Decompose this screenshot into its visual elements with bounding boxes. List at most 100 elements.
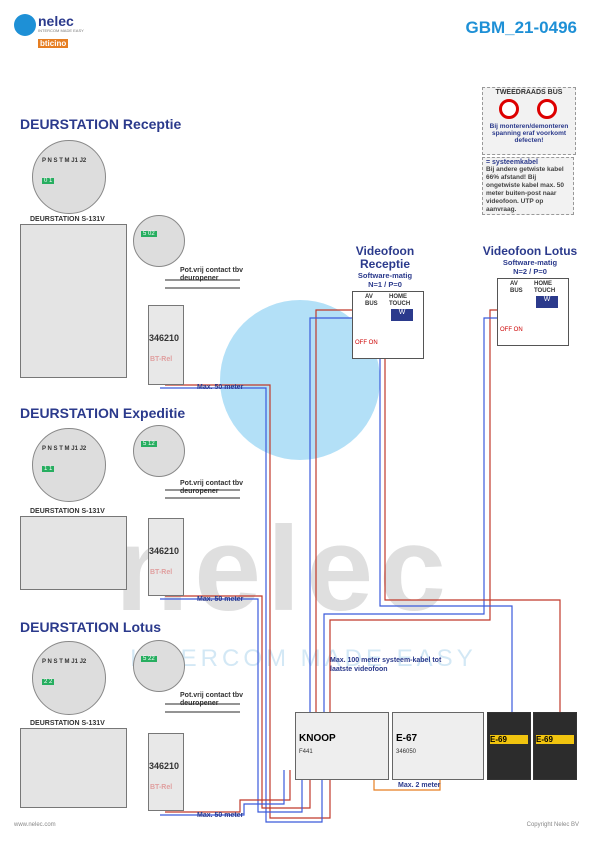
distance-lotus: Max. 50 meter: [197, 812, 244, 819]
vf-title-receptie: Videofoon Receptie: [355, 244, 415, 271]
videophone-receptie: Videofoon Receptie Software-matig N=1 / …: [330, 245, 440, 359]
videophone-lotus: Videofoon Lotus Software-matig N=2 / P=0…: [475, 245, 585, 346]
wire-receptie-blue: [160, 387, 323, 823]
config-value: 1: [44, 466, 48, 472]
distance-receptie: Max. 50 meter: [197, 384, 244, 391]
vf-sub2-receptie: N=1 / P=0: [368, 280, 402, 289]
vf-sub1-receptie: Software-matig: [357, 271, 413, 280]
vf-bus-lotus: AV BUS: [510, 281, 523, 294]
config-circle-lotus: [32, 641, 106, 715]
vf-unit-receptie: AV BUS HOME TOUCH W OFF ON: [352, 291, 424, 359]
station-title-lotus: DEURSTATION Lotus: [20, 619, 162, 635]
vf-btn-receptie: W: [391, 309, 413, 321]
wire-vf2-blue: [323, 317, 510, 712]
relay-config-value: 5: [143, 231, 147, 237]
wire-expeditie-red: [165, 595, 311, 809]
max2-label: Max. 2 meter: [398, 782, 441, 789]
station-model-lotus: DEURSTATION S-131V: [30, 720, 105, 727]
knoop-unit: KNOOP F441: [295, 712, 389, 780]
knoop-code: F441: [299, 749, 313, 755]
e67-label: E-67: [396, 733, 418, 744]
relay-config-value: 1: [148, 441, 152, 447]
door-station-receptie: [20, 224, 127, 378]
door-station-expeditie: [20, 516, 127, 590]
relay-config-value: 2: [148, 656, 152, 662]
relay-module-lotus: [148, 733, 184, 811]
relay-config-value: 2: [151, 656, 155, 662]
wire-vf1-blue: [309, 317, 362, 712]
relay-circle-lotus: [133, 640, 185, 692]
wire-contact1: [165, 279, 240, 289]
document-code: GBM_21-0496: [465, 18, 577, 37]
relay-config-expeditie: 5 12: [141, 441, 157, 447]
footer-website: www.nelec.com: [14, 822, 56, 828]
contact-label-expeditie: Pot.vrij contact tbv deuropener: [180, 480, 244, 495]
relay-config-lotus: 5 22: [141, 656, 157, 662]
contact-label-receptie: Pot.vrij contact tbv deuropener: [180, 267, 244, 282]
terminals-expeditie: P N S T M J1 J2: [42, 446, 87, 452]
contact-label-lotus: Pot.vrij contact tbv deuropener: [180, 692, 244, 707]
vf-title-lotus: Videofoon Lotus: [482, 244, 578, 258]
wire-lotus-blue: [160, 770, 285, 816]
door-station-lotus: [20, 728, 127, 808]
config-lotus: 2 2: [42, 679, 55, 685]
no-power-icon: [537, 99, 557, 119]
config-expeditie: 1 1: [42, 466, 55, 472]
wire-e67: [373, 770, 441, 791]
relay-config-value: 5: [143, 441, 147, 447]
terminals-lotus: P N S T M J1 J2: [42, 659, 87, 665]
vf-sub1-lotus: Software-matig: [502, 258, 558, 267]
vf-unit-lotus: AV BUS HOME TOUCH W OFF ON: [497, 278, 569, 346]
e69b-unit: E-69: [533, 712, 577, 780]
relay-module-receptie: [148, 305, 184, 385]
config-circle-receptie: [32, 140, 106, 214]
vf-btn-lotus: W: [536, 296, 558, 308]
brand-logo: [14, 14, 36, 36]
station-title-receptie: DEURSTATION Receptie: [20, 116, 182, 132]
vf-switch-receptie: OFF ON: [355, 340, 378, 346]
wire-psu-blue: [379, 345, 513, 712]
systeemkabel-label: = systeemkabel: [486, 159, 538, 166]
distance-expeditie: Max. 50 meter: [197, 596, 244, 603]
systeemkabel-box: = systeemkabel Bij andere getwiste kabel…: [482, 157, 574, 215]
config-value: 1: [49, 178, 53, 184]
wire-psu-red: [384, 345, 561, 712]
tweedraads-box: TWEEDRAADS BUS Bij monteren/demonteren s…: [482, 87, 576, 155]
footer-copyright: Copyright Nelec BV: [526, 822, 579, 828]
config-circle-expeditie: [32, 428, 106, 502]
vf-bus-receptie: AV BUS: [365, 294, 378, 307]
relay-circle-receptie: [133, 215, 185, 267]
config-value: 1: [49, 466, 53, 472]
config-value: 0: [44, 178, 48, 184]
relay-config-value: 0: [148, 231, 152, 237]
relay-config-receptie: 5 02: [141, 231, 157, 237]
relay-code-receptie: 346210: [149, 333, 180, 343]
brand-name: nelec: [38, 13, 74, 29]
wire-vf1-red: [315, 309, 362, 712]
relay-config-value: 2: [151, 231, 155, 237]
systeemkabel-text: Bij andere getwiste kabel 66% afstand! B…: [486, 166, 565, 213]
vf-screen-lotus: HOME TOUCH: [534, 281, 556, 294]
e67-unit: E-67 346050: [392, 712, 484, 780]
vf-switch-lotus: OFF ON: [500, 327, 523, 333]
station-title-expeditie: DEURSTATION Expeditie: [20, 405, 186, 421]
relay-config-value: 5: [143, 656, 147, 662]
wire-contact3: [165, 703, 240, 713]
relay-config-value: 2: [151, 441, 155, 447]
relay-name-receptie: BT-Rel: [150, 356, 173, 363]
wire-vf2-red: [329, 309, 510, 712]
station-model-receptie: DEURSTATION S-131V: [30, 216, 105, 223]
wire-receptie-red: [165, 384, 331, 819]
config-value: 2: [44, 679, 48, 685]
partner-logo: bticino: [38, 39, 69, 48]
warning-icons: [483, 97, 575, 123]
config-value: 2: [49, 679, 53, 685]
vf-sub2-lotus: N=2 / P=0: [513, 267, 547, 276]
terminals-receptie: P N S T M J1 J2: [42, 158, 87, 164]
knoop-label: KNOOP: [299, 733, 336, 744]
wire-contact2: [165, 489, 240, 499]
relay-code-lotus: 346210: [149, 761, 180, 771]
wire-lotus-red: [165, 770, 291, 813]
tweedraads-warning: Bij monteren/demonteren spanning eraf vo…: [489, 123, 569, 144]
